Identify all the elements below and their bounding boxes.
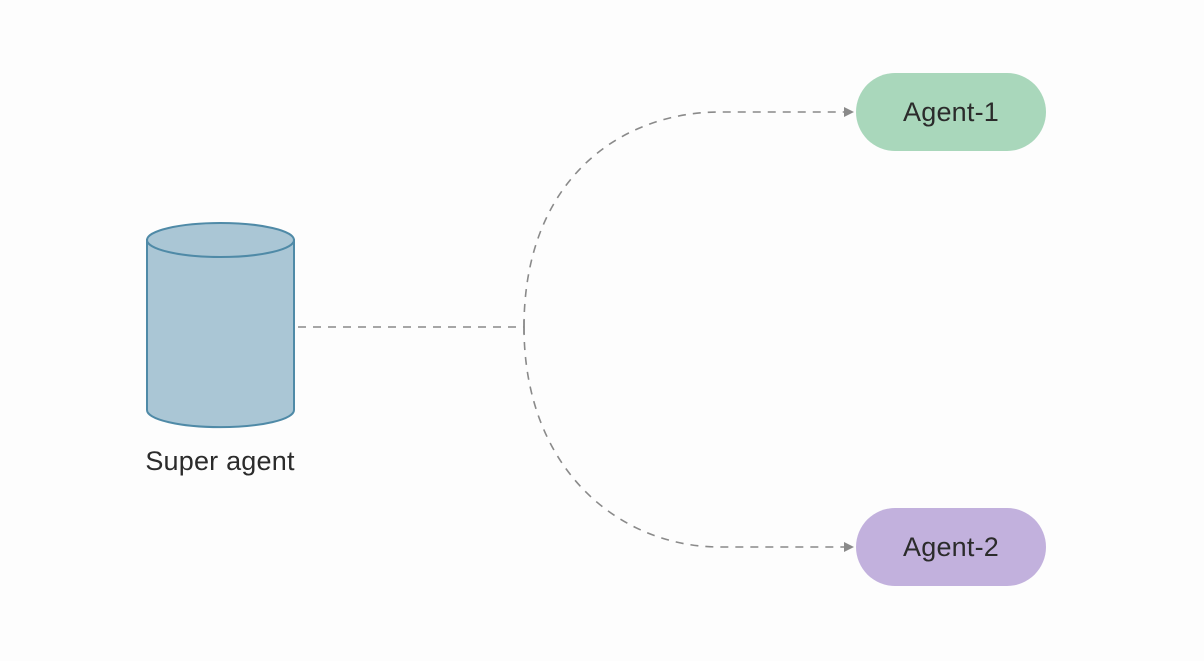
- agent-2-node: Agent-2: [856, 508, 1046, 586]
- connectors: [298, 107, 854, 552]
- cylinder-top: [146, 222, 295, 258]
- cylinder-body: [146, 239, 295, 429]
- agent-1-label: Agent-1: [903, 96, 999, 127]
- connector-to-agent-1: [523, 107, 854, 328]
- super-agent-cylinder: [146, 222, 295, 429]
- agent-2-label: Agent-2: [903, 531, 999, 562]
- super-agent-label: Super agent: [145, 446, 295, 476]
- agent-1-node: Agent-1: [856, 73, 1046, 151]
- connector-to-agent-2: [523, 326, 854, 552]
